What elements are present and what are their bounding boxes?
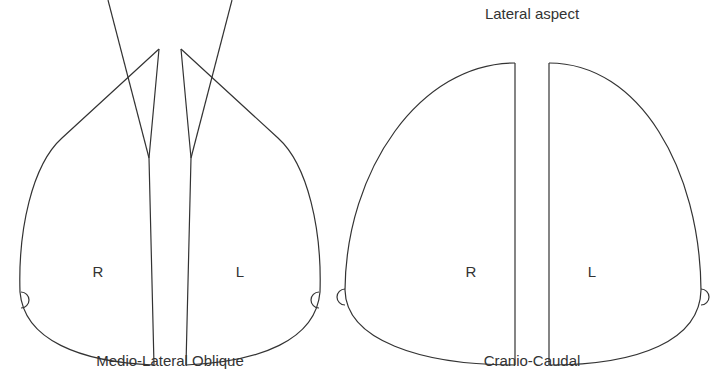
side-letter: L [236, 263, 244, 281]
nipple [701, 289, 709, 305]
nipple [21, 292, 29, 308]
side-letter: R [93, 263, 104, 281]
pectoral-line [108, 0, 149, 158]
nipple [311, 292, 319, 308]
chest-wall-line [149, 49, 159, 365]
nipple [337, 289, 345, 305]
chest-wall-line [548, 63, 549, 365]
view-caption: Cranio-Caudal [484, 352, 581, 370]
breast-outline [181, 49, 320, 365]
side-letter: L [588, 263, 596, 281]
chest-wall-line [514, 63, 515, 365]
breast-outline [20, 49, 159, 365]
pectoral-line [191, 0, 232, 158]
breast-outline-hidden [549, 63, 716, 290]
chest-wall-line [181, 49, 191, 365]
view-caption: Medio-Lateral Oblique [96, 352, 244, 370]
breast-outline [549, 63, 701, 365]
side-letter: R [466, 263, 477, 281]
view-note: Lateral aspect [485, 5, 579, 23]
breast-outline [345, 63, 515, 365]
